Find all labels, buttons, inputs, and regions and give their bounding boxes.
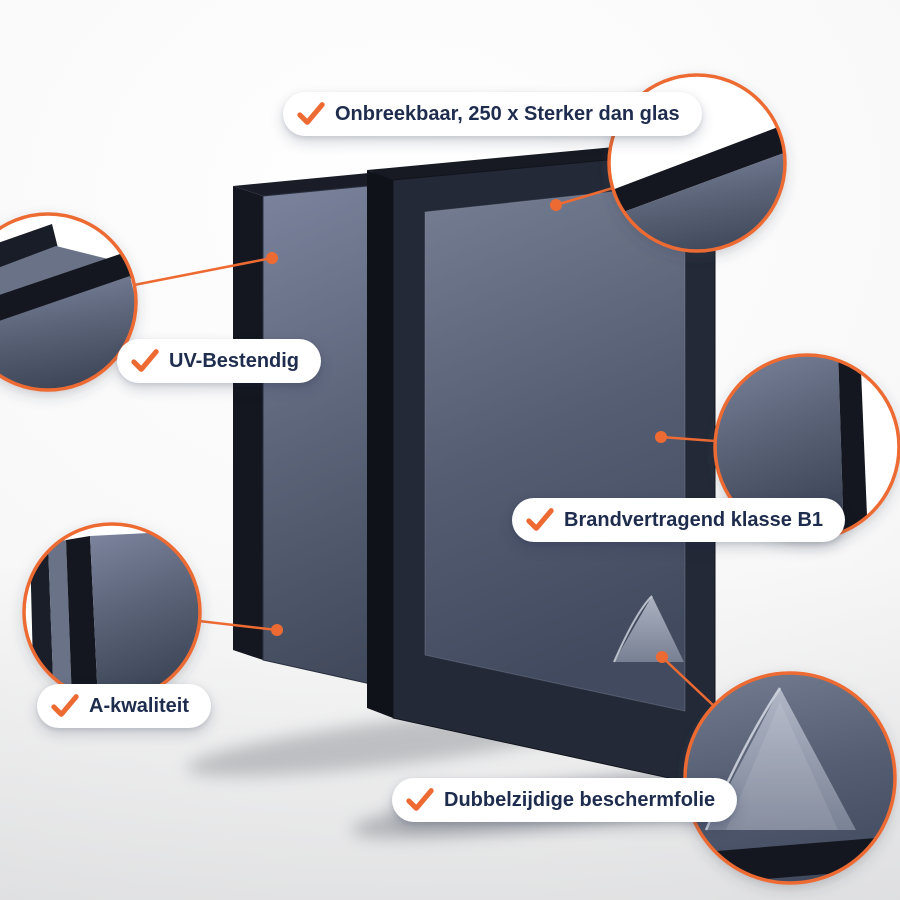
panel-front xyxy=(367,140,716,789)
zoom-circle-uv-ring xyxy=(0,212,138,392)
zoom-circle-uv xyxy=(0,212,138,392)
connector-dot-film xyxy=(656,651,668,663)
connector-dot-quality xyxy=(271,624,283,636)
callout-pill-film: Dubbelzijdige beschermfolie xyxy=(392,778,738,822)
connector-lines xyxy=(133,186,716,707)
check-icon xyxy=(526,508,554,531)
protective-film-peel xyxy=(613,595,684,663)
check-icon xyxy=(406,788,434,811)
callout-label-film: Dubbelzijdige beschermfolie xyxy=(444,789,716,811)
connector-line-uv xyxy=(133,256,273,287)
callout-label-uv: UV-Bestendig xyxy=(169,350,300,372)
zoom-circle-quality-content xyxy=(30,530,200,700)
callout-pill-uv: UV-Bestendig xyxy=(117,339,322,383)
connector-line-film xyxy=(661,656,715,707)
zoom-circle-unbreakable-ring xyxy=(607,73,787,253)
panel-back-edge-left xyxy=(233,186,263,660)
check-icon xyxy=(51,694,79,717)
callout-pill-quality: A-kwaliteit xyxy=(37,684,212,728)
check-icon xyxy=(131,349,159,372)
zoom-circle-quality xyxy=(22,522,202,702)
connector-dot-uv xyxy=(266,252,278,264)
panel-front-edge-left xyxy=(367,170,393,718)
callout-pill-unbreakable: Onbreekbaar, 250 x Sterker dan glas xyxy=(283,92,702,136)
callout-label-quality: A-kwaliteit xyxy=(89,695,190,717)
connector-line-fire xyxy=(660,435,716,443)
connector-dot-unbreakable xyxy=(550,199,562,211)
zoom-circle-fire xyxy=(713,353,900,541)
connector-line-quality xyxy=(198,619,278,632)
connector-dots xyxy=(266,199,668,663)
connector-line-unbreakable xyxy=(555,186,614,207)
callout-label-unbreakable: Onbreekbaar, 250 x Sterker dan glas xyxy=(335,103,680,125)
check-icon xyxy=(297,102,325,125)
callout-label-fire: Brandvertragend klasse B1 xyxy=(564,509,824,531)
callout-pill-fire: Brandvertragend klasse B1 xyxy=(512,498,846,542)
zoom-circle-film xyxy=(683,671,897,885)
zoom-circle-fire-content xyxy=(715,355,868,539)
connector-dot-fire xyxy=(655,431,667,443)
